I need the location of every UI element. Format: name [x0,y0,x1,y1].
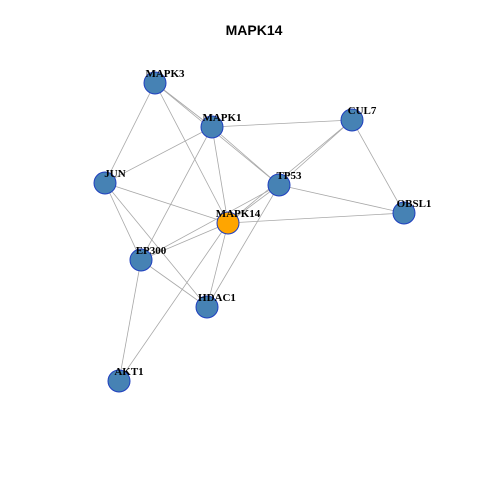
edge-mapk1-mapk14 [211,126,229,224]
edge-mapk14-ep300 [140,222,229,261]
edge-ep300-akt1 [118,259,142,382]
node-ep300[interactable] [129,248,153,272]
edge-jun-mapk14 [104,182,229,224]
edge-jun-hdac1 [104,182,208,308]
node-mapk1[interactable] [200,115,224,139]
edge-ep300-hdac1 [140,259,208,308]
diagram-title: MAPK14 [226,22,283,38]
edge-mapk3-jun [104,82,156,184]
node-label-jun: JUN [104,168,125,180]
edge-mapk3-mapk14 [154,82,229,224]
edge-cul7-tp53 [278,119,353,186]
node-tp53[interactable] [267,173,291,197]
node-label-mapk1: MAPK1 [202,112,241,124]
edge-mapk14-hdac1 [206,222,229,308]
node-label-mapk14: MAPK14 [216,208,261,220]
node-label-cul7: CUL7 [348,105,377,117]
node-akt1[interactable] [107,369,131,393]
node-cul7[interactable] [340,108,364,132]
edge-mapk1-jun [104,126,213,184]
edge-cul7-obsl1 [351,119,405,214]
node-label-obsl1: OBSL1 [397,198,432,210]
node-obsl1[interactable] [392,201,416,225]
node-label-tp53: TP53 [276,170,302,182]
edge-mapk14-obsl1 [227,212,405,224]
edge-tp53-hdac1 [206,184,280,308]
node-layer [93,71,416,393]
edge-mapk1-tp53 [211,126,280,186]
edge-mapk14-akt1 [118,222,229,382]
node-label-hdac1: HDAC1 [198,292,236,304]
node-label-akt1: AKT1 [114,366,143,378]
node-mapk3[interactable] [143,71,167,95]
node-mapk14[interactable] [216,211,240,235]
node-hdac1[interactable] [195,295,219,319]
edge-layer [104,82,405,382]
node-jun[interactable] [93,171,117,195]
node-label-mapk3: MAPK3 [145,68,185,80]
node-label-ep300: EP300 [136,245,167,257]
edge-jun-ep300 [104,182,142,261]
edge-cul7-mapk14 [227,119,353,224]
edge-mapk1-ep300 [140,126,213,261]
edge-tp53-ep300 [140,184,280,261]
edge-tp53-obsl1 [278,184,405,214]
edge-mapk1-cul7 [211,119,353,128]
